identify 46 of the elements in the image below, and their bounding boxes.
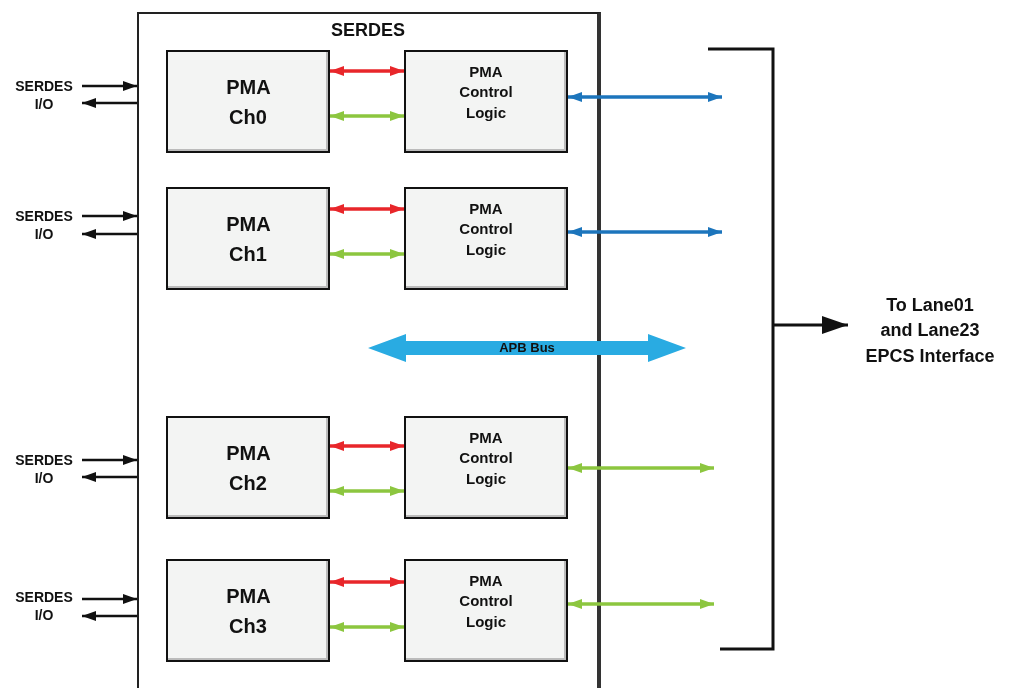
channel-label: PMA Ch0 [226, 74, 270, 130]
control-logic-label: PMA Control Logic [459, 199, 513, 260]
double-arrow [568, 599, 714, 609]
channel-label: PMA Ch2 [226, 440, 270, 496]
control-logic-box [404, 416, 568, 519]
double-arrow [568, 227, 722, 237]
io-label: SERDES I/O [15, 206, 73, 244]
io-label: SERDES I/O [15, 76, 73, 114]
double-arrow [568, 92, 722, 102]
double-arrow [330, 66, 404, 76]
control-logic-label: PMA Control Logic [459, 428, 513, 489]
apb-bus-arrow [368, 334, 686, 362]
arrow [82, 455, 137, 465]
double-arrow [330, 111, 404, 121]
double-arrow [330, 622, 404, 632]
pma-channel-box [166, 416, 330, 519]
bracket [706, 47, 775, 651]
arrow [82, 229, 137, 239]
channel-label: PMA Ch3 [226, 583, 270, 639]
pma-channel-box [166, 50, 330, 153]
arrow [82, 472, 137, 482]
bus-label: APB Bus [499, 340, 555, 356]
control-logic-label: PMA Control Logic [459, 62, 513, 123]
control-logic-label: PMA Control Logic [459, 571, 513, 632]
channel-label: PMA Ch1 [226, 211, 270, 267]
arrow [82, 211, 137, 221]
double-arrow [568, 463, 714, 473]
double-arrow [330, 204, 404, 214]
control-logic-box [404, 187, 568, 290]
double-arrow [330, 441, 404, 451]
pma-channel-box [166, 559, 330, 662]
double-arrow [330, 577, 404, 587]
io-label: SERDES I/O [15, 450, 73, 488]
pma-channel-box [166, 187, 330, 290]
arrow [82, 81, 137, 91]
control-logic-box [404, 50, 568, 153]
double-arrow [330, 486, 404, 496]
arrow [82, 594, 137, 604]
arrow [773, 316, 848, 334]
arrow [82, 611, 137, 621]
control-logic-box [404, 559, 568, 662]
block-title: SERDES [331, 20, 405, 42]
interface-label: To Lane01 and Lane23 EPCS Interface [864, 294, 996, 368]
io-label: SERDES I/O [15, 587, 73, 625]
arrow [82, 98, 137, 108]
double-arrow [330, 249, 404, 259]
